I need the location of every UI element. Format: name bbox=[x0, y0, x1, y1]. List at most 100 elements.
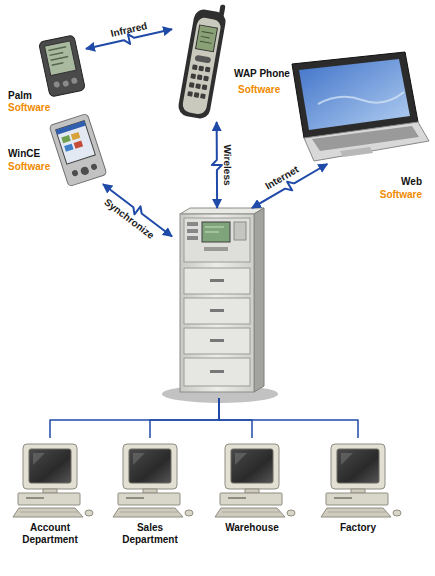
server-tower bbox=[180, 208, 264, 214]
server-tower bbox=[210, 370, 224, 373]
palm-device bbox=[62, 80, 69, 87]
wince-device bbox=[61, 135, 70, 143]
server-tower bbox=[184, 358, 250, 386]
wap-phone bbox=[203, 76, 209, 82]
wap-phone bbox=[177, 8, 227, 120]
laptop bbox=[312, 126, 419, 151]
software-label: Software bbox=[8, 102, 50, 114]
wap-phone bbox=[201, 36, 210, 38]
device-label: Web bbox=[401, 176, 422, 188]
link-arrow bbox=[212, 122, 222, 208]
server-tower bbox=[187, 222, 198, 226]
wap-phone bbox=[205, 67, 211, 73]
wap-phone bbox=[187, 91, 193, 97]
server-tower bbox=[184, 298, 250, 324]
device-label: WinCE bbox=[8, 148, 40, 160]
wap-phone bbox=[200, 41, 212, 43]
network-line bbox=[150, 398, 219, 438]
wince-device bbox=[74, 141, 83, 149]
server-tower bbox=[202, 222, 230, 242]
wap-phone bbox=[181, 17, 221, 116]
wap-phone bbox=[197, 74, 203, 80]
laptop bbox=[318, 92, 404, 104]
wap-phone bbox=[198, 66, 204, 72]
wince-device-node: WinCESoftware bbox=[8, 112, 103, 188]
palm-device-node: PalmSoftware bbox=[8, 38, 86, 110]
palm-device bbox=[50, 52, 64, 55]
software-label: Software bbox=[8, 161, 50, 173]
device-label: Palm bbox=[8, 90, 32, 102]
palm-device bbox=[53, 81, 60, 88]
software-label: Software bbox=[380, 189, 422, 201]
server-tower bbox=[205, 232, 219, 233]
laptop bbox=[340, 147, 373, 157]
server-tower bbox=[187, 236, 198, 240]
network-line bbox=[50, 398, 219, 438]
wince-device bbox=[56, 121, 86, 135]
software-label: Software bbox=[238, 84, 280, 96]
server-tower bbox=[180, 214, 254, 392]
department-pcs bbox=[215, 444, 295, 517]
palm-device bbox=[39, 35, 86, 97]
department-label: Account Department bbox=[14, 522, 86, 546]
wince-device bbox=[56, 121, 96, 165]
wap-phone bbox=[195, 83, 201, 89]
link-label: Infrared bbox=[110, 20, 149, 40]
server-tower bbox=[184, 218, 250, 262]
link-arrow bbox=[252, 164, 327, 208]
wap-phone bbox=[196, 25, 218, 52]
wap-phone bbox=[202, 84, 208, 90]
server-tower bbox=[184, 268, 250, 294]
wince-device bbox=[64, 144, 73, 152]
palm-device bbox=[45, 41, 77, 76]
department-pcs bbox=[13, 444, 93, 517]
laptop bbox=[304, 122, 429, 161]
department-label: Warehouse bbox=[216, 522, 288, 534]
palm-device bbox=[51, 57, 69, 61]
department-pc: Sales Department bbox=[110, 438, 190, 550]
server-tower bbox=[210, 309, 224, 312]
department-pc: Factory bbox=[318, 438, 398, 550]
link-label: Wireless bbox=[221, 144, 233, 185]
department-pcs bbox=[13, 444, 401, 517]
server-node bbox=[172, 208, 266, 398]
server-tower bbox=[210, 339, 224, 342]
wince-device bbox=[71, 132, 80, 140]
wap-phone bbox=[192, 64, 198, 70]
department-label: Factory bbox=[322, 522, 394, 534]
wap-phone bbox=[189, 82, 195, 88]
wince-device bbox=[49, 113, 107, 186]
wince-device bbox=[80, 166, 90, 176]
palm-device bbox=[52, 63, 64, 65]
network-line bbox=[219, 398, 252, 438]
department-pc: Account Department bbox=[10, 438, 90, 550]
department-label: Sales Department bbox=[114, 522, 186, 546]
wap-phone bbox=[202, 31, 214, 33]
wince-device bbox=[71, 169, 79, 177]
server-tower bbox=[184, 328, 250, 354]
wap-phone bbox=[194, 92, 200, 98]
laptop bbox=[299, 59, 410, 130]
server-tower bbox=[254, 208, 264, 392]
palm-device bbox=[48, 47, 66, 51]
server-tower bbox=[187, 229, 198, 233]
wap-phone bbox=[194, 55, 211, 64]
palm-device bbox=[39, 35, 86, 97]
wince-device bbox=[49, 113, 107, 186]
link-label: Internet bbox=[263, 164, 301, 193]
server-tower bbox=[205, 227, 224, 228]
server-tower bbox=[210, 279, 224, 282]
department-pcs bbox=[113, 444, 193, 517]
wap-phone-node: WAP PhoneSoftware bbox=[172, 6, 234, 122]
laptop bbox=[292, 52, 429, 161]
server-tower bbox=[162, 208, 278, 403]
department-pcs bbox=[321, 444, 401, 517]
wap-phone bbox=[187, 64, 210, 99]
wap-phone bbox=[190, 73, 196, 79]
wap-phone bbox=[200, 93, 206, 99]
server-tower bbox=[204, 247, 228, 251]
